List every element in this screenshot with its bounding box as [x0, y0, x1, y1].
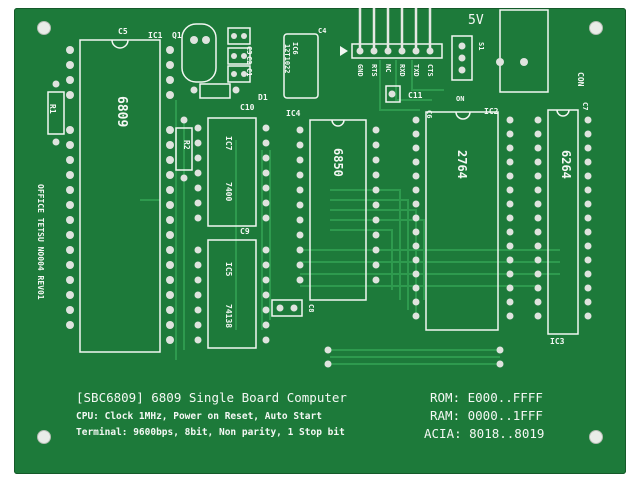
- ic7-part: 7400: [224, 182, 233, 202]
- serial-pin-nc: NC: [384, 64, 392, 73]
- ic4-outline: [309, 119, 367, 301]
- pcb-board: [14, 8, 626, 474]
- ic3-ref: IC3: [550, 337, 565, 346]
- memory-pins: [412, 116, 592, 320]
- ic7-outline: [207, 117, 257, 227]
- power-label: 5V: [468, 13, 484, 28]
- serial-pin-txd: TXD: [412, 64, 420, 77]
- c11-ref: C11: [408, 91, 423, 100]
- cpu-line: CPU: Clock 1MHz, Power on Reset, Auto St…: [76, 411, 322, 422]
- ic1-pins: [66, 46, 174, 344]
- maker-label: OFFICE TETSU NO004 REV01: [36, 184, 45, 300]
- q1-ref: Q1: [172, 31, 182, 40]
- s1-ref: S1: [477, 42, 485, 51]
- c3-ref: C3: [245, 46, 253, 55]
- ic4-ref: IC4: [286, 109, 301, 118]
- terminal-line: Terminal: 9600bps, 8bit, Non parity, 1 S…: [76, 427, 345, 438]
- ic6-part: 12T1022: [283, 44, 291, 74]
- component-pads: [52, 33, 528, 368]
- copper-traces: [140, 60, 560, 365]
- ic6-ref: IC6: [291, 42, 299, 55]
- con-label: CON: [576, 72, 585, 87]
- ic2-part: 2764: [455, 150, 469, 179]
- ic6-outline: [283, 33, 319, 99]
- serial-pin-gnd: GND: [356, 64, 364, 77]
- ic1-ref: IC1: [148, 31, 163, 40]
- ic3-outline: [547, 109, 579, 335]
- c8-ref: C8: [307, 304, 315, 313]
- on-label: ON: [456, 95, 465, 103]
- ic3-part: 6264: [559, 150, 573, 179]
- logic-pins: [194, 124, 380, 344]
- c7-ref: C7: [581, 102, 589, 111]
- ic5-outline: [207, 239, 257, 349]
- r1-ref: R1: [48, 104, 57, 114]
- ic2-ref: IC2: [484, 107, 499, 116]
- c9-ref: C9: [240, 227, 250, 236]
- serial-header: [340, 8, 443, 59]
- c4-ref: C4: [318, 27, 327, 35]
- rom-map: ROM: E000..FFFF: [430, 390, 543, 405]
- acia-map: ACIA: 8018..8019: [424, 426, 545, 441]
- c6-ref: C6: [425, 110, 433, 119]
- ic7-ref: IC7: [224, 136, 233, 151]
- ic5-ref: IC5: [224, 262, 233, 277]
- passive-components: [47, 9, 549, 317]
- c10-ref: C10: [240, 103, 255, 112]
- c2-ref: C2: [245, 56, 253, 65]
- r2-ref: R2: [182, 140, 191, 150]
- ic1-part: 6809: [114, 96, 129, 128]
- serial-pin-cts: CTS: [426, 64, 434, 77]
- d1-ref: D1: [258, 93, 268, 102]
- c1-ref: C1: [245, 68, 253, 77]
- board-title: [SBC6809] 6809 Single Board Computer: [76, 390, 347, 405]
- serial-pin-rts: RTS: [370, 64, 378, 77]
- ic5-part: 74138: [224, 304, 233, 329]
- mounting-holes: [37, 21, 603, 444]
- c5-ref: C5: [118, 27, 128, 36]
- ic1-outline: [79, 39, 161, 353]
- serial-pin-rxd: RXD: [398, 64, 406, 77]
- ram-map: RAM: 0000..1FFF: [430, 408, 543, 423]
- ic4-part: 6850: [331, 148, 345, 177]
- ic2-outline: [425, 111, 499, 331]
